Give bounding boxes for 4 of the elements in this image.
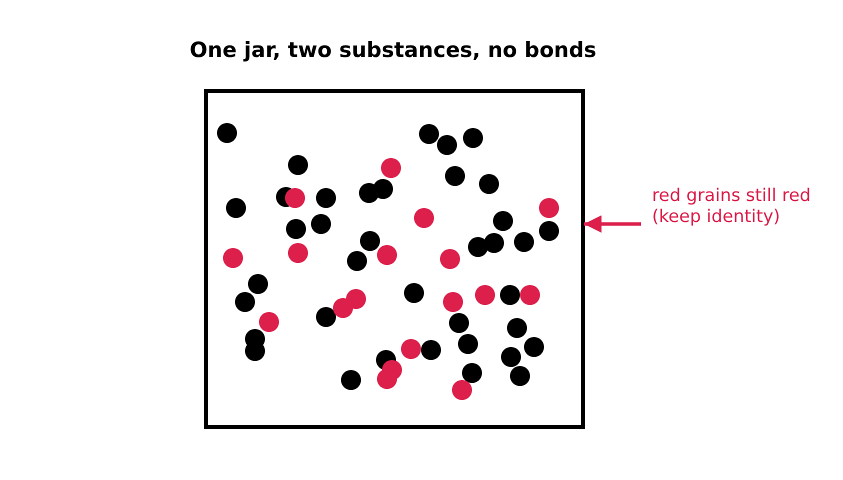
arrow xyxy=(584,215,641,233)
jar-outline xyxy=(204,89,585,429)
title: One jar, two substances, no bonds xyxy=(188,38,598,62)
callout-text: red grains still red (keep identity) xyxy=(652,186,837,228)
